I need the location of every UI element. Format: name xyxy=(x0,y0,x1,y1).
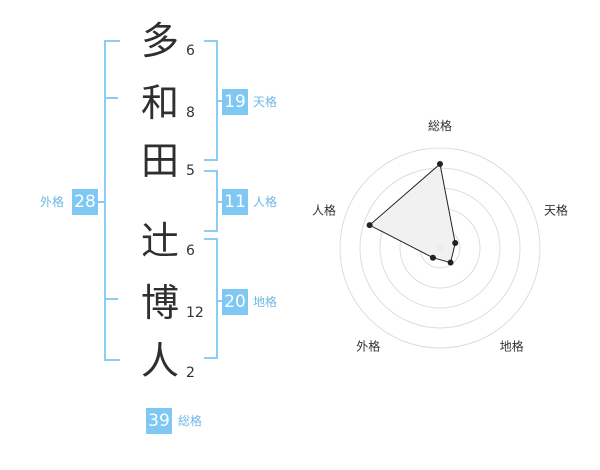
radar-point-5 xyxy=(366,222,373,229)
gaikaku-bracket xyxy=(104,40,120,361)
radar-center-dot xyxy=(436,244,444,252)
chikaku-label: 地格 xyxy=(253,295,278,309)
name-char-6: 人 xyxy=(140,339,179,383)
jinkaku-value-badge: 11 xyxy=(222,189,248,215)
chikaku-value-badge: 20 xyxy=(222,289,248,315)
chikaku-bracket-connector xyxy=(216,300,222,302)
stroke-count-1: 6 xyxy=(186,43,195,59)
stroke-count-5: 12 xyxy=(186,305,204,321)
radar-grid-ring xyxy=(399,207,481,289)
name-char-5: 博 xyxy=(140,281,179,325)
radar-point-2 xyxy=(452,240,459,247)
radar-grid-ring xyxy=(339,147,541,349)
name-char-4: 辻 xyxy=(140,219,179,263)
chikaku-bracket xyxy=(204,238,218,359)
tenkaku-value-badge: 19 xyxy=(222,89,248,115)
gaikaku-bracket-tick xyxy=(104,97,118,99)
radar-axis-label-1: 総格 xyxy=(428,118,452,133)
gaikaku-label: 外格 xyxy=(40,195,65,209)
stroke-count-2: 8 xyxy=(186,105,195,121)
stroke-count-4: 6 xyxy=(186,243,195,259)
radar-point-4 xyxy=(429,254,436,261)
radar-grid-ring xyxy=(379,187,501,309)
soukaku-value-badge: 39 xyxy=(146,408,172,434)
jinkaku-bracket-connector xyxy=(216,201,222,203)
name-char-1: 多 xyxy=(140,19,179,63)
jinkaku-label: 人格 xyxy=(253,195,278,209)
stroke-count-6: 2 xyxy=(186,365,195,381)
radar-point-1 xyxy=(437,161,443,167)
tenkaku-label: 天格 xyxy=(253,95,278,109)
name-char-2: 和 xyxy=(140,81,179,125)
radar-axis-label-4: 外格 xyxy=(356,339,380,354)
soukaku-label: 総格 xyxy=(178,414,203,428)
gaikaku-bracket-connector xyxy=(92,201,104,203)
radar-axis-label-5: 人格 xyxy=(312,202,336,217)
tenkaku-bracket-connector xyxy=(216,100,222,102)
name-char-3: 田 xyxy=(140,139,179,183)
radar-axis-label-3: 地格 xyxy=(500,339,524,354)
gaikaku-bracket-tick xyxy=(104,298,118,300)
radar-grid-ring xyxy=(359,167,521,329)
radar-series-polygon xyxy=(368,163,456,264)
radar-point-3 xyxy=(447,259,454,266)
stroke-count-3: 5 xyxy=(186,163,195,179)
radar-grid-ring xyxy=(419,227,461,269)
radar-axis-label-2: 天格 xyxy=(544,202,568,217)
gaikaku-value-badge: 28 xyxy=(72,189,98,215)
